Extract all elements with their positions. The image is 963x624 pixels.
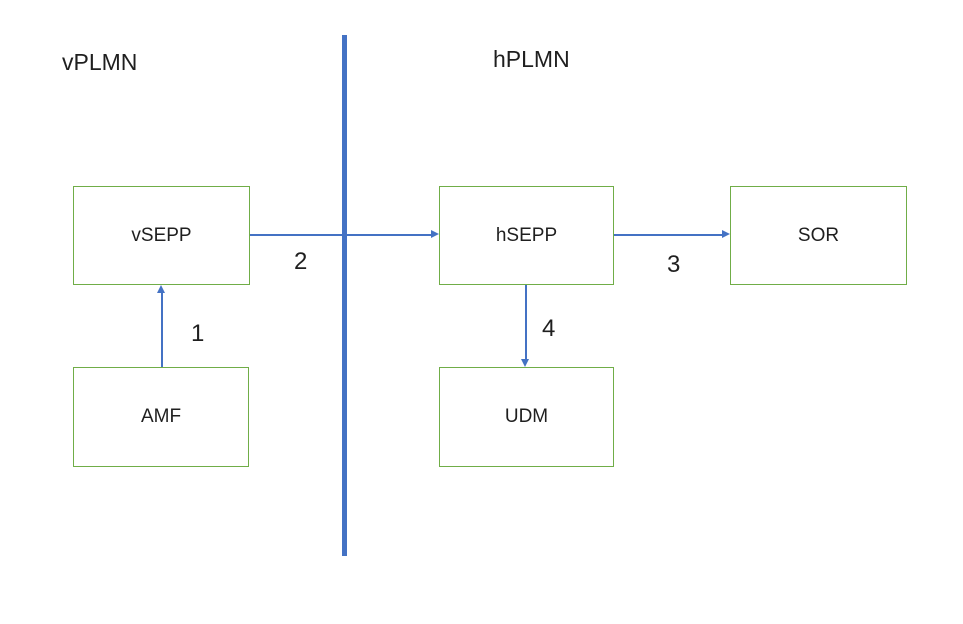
node-udm: UDM (439, 367, 614, 467)
arrow-step2-label: 2 (294, 248, 308, 275)
arrow-step1-line (161, 292, 163, 367)
arrow-step4-label: 4 (542, 315, 556, 342)
arrowhead-up-icon (157, 285, 165, 293)
arrow-step2-line (250, 234, 432, 236)
arrowhead-right-icon (722, 230, 730, 238)
node-sor: SOR (730, 186, 907, 285)
node-hsepp: hSEPP (439, 186, 614, 285)
arrow-step3-line (614, 234, 723, 236)
node-vsepp-label: vSEPP (131, 224, 192, 246)
plmn-boundary-divider (342, 35, 347, 556)
arrowhead-right-icon (431, 230, 439, 238)
node-amf-label: AMF (140, 406, 182, 427)
node-udm-label: UDM (504, 406, 549, 427)
arrow-step4-line (525, 285, 527, 360)
node-vsepp: vSEPP (73, 186, 250, 285)
node-sor-label: SOR (797, 224, 840, 246)
arrow-step3-label: 3 (667, 251, 681, 278)
node-hsepp-label: hSEPP (495, 224, 558, 246)
region-label-vplmn: vPLMN (62, 49, 138, 75)
region-label-hplmn: hPLMN (493, 46, 570, 72)
arrow-step1-label: 1 (191, 320, 205, 347)
node-amf: AMF (73, 367, 249, 467)
arrowhead-down-icon (521, 359, 529, 367)
